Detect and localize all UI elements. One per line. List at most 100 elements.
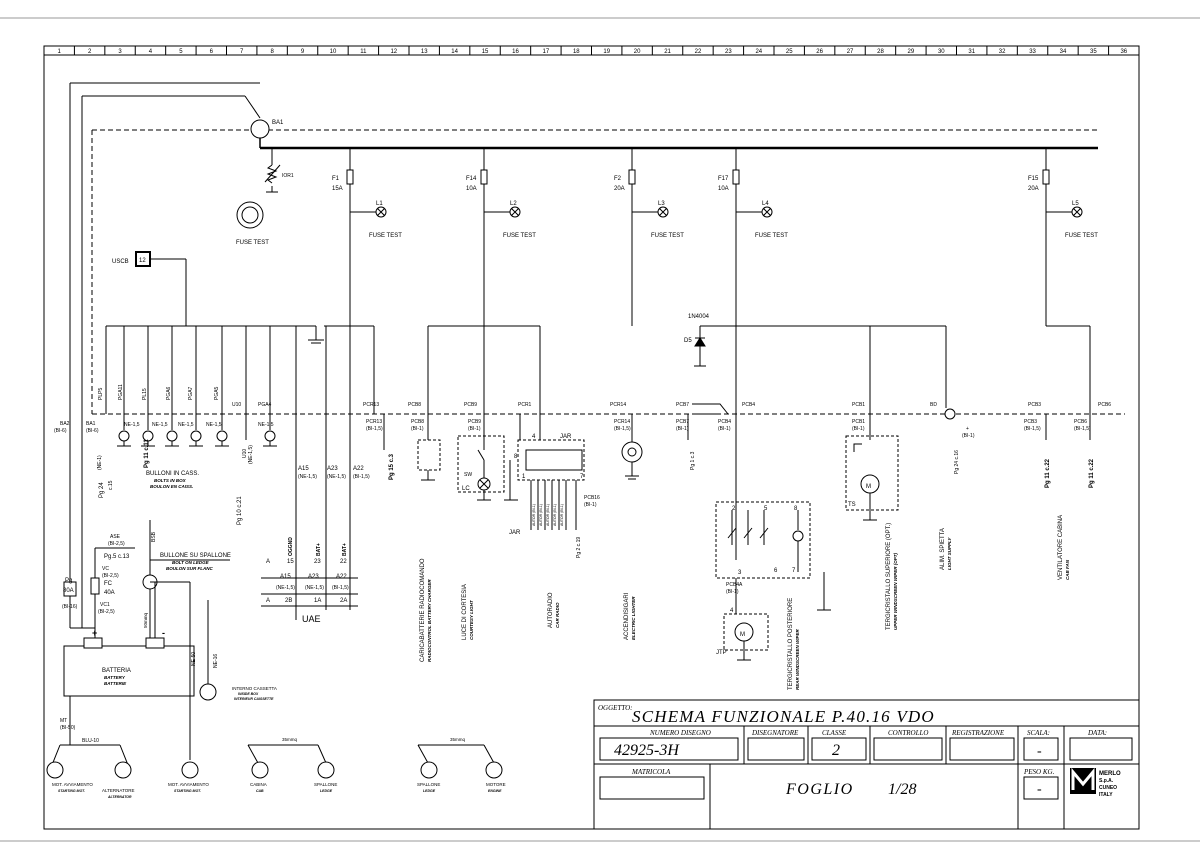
fuse-rating: 20A bbox=[1028, 186, 1039, 192]
ground-drops-left bbox=[105, 325, 324, 620]
bulloni-en: BOLTS IN BOX bbox=[154, 478, 187, 483]
column-number: 14 bbox=[451, 49, 458, 55]
column-number: 30 bbox=[938, 49, 945, 55]
pcb4a-label: PCB4A bbox=[726, 582, 743, 588]
column-number: 31 bbox=[968, 49, 975, 55]
vl1-it: LUCE DI CORTESIA bbox=[462, 584, 468, 640]
scala-label: SCALA: bbox=[1027, 729, 1050, 737]
fuse-test-label: FUSE TEST bbox=[236, 240, 269, 246]
fuse-symbol bbox=[480, 169, 488, 185]
left-wire-labels: PLP5 PGA11 PL15 PGA6 PGA7 PGA5 U10 PGA4 … bbox=[54, 384, 274, 525]
wire-u10: U10 bbox=[232, 402, 241, 408]
battery-plus-sign: + bbox=[92, 628, 97, 638]
column-number: 27 bbox=[847, 49, 854, 55]
battery-labels: ASE (BI-2,5) Pg.5 c.13 BSB BULLONE SU SP… bbox=[52, 531, 506, 799]
relay-pin-3: 3 bbox=[738, 570, 742, 576]
column-number: 5 bbox=[179, 49, 183, 55]
logo-line4: ITALY bbox=[1099, 792, 1113, 798]
numero-label: NUMERO DISEGNO bbox=[649, 729, 711, 737]
vl3-it: ACCENDISIGARI bbox=[624, 592, 630, 640]
scala-value: - bbox=[1037, 744, 1042, 759]
classe-value: 2 bbox=[832, 742, 840, 759]
uae-bot-1a: 1A bbox=[314, 598, 321, 604]
uae-bot-2b: 2B bbox=[285, 598, 292, 604]
vl7-en: CAB FAN bbox=[1065, 559, 1070, 580]
wire-pga6: PGA6 bbox=[166, 386, 172, 400]
ba1b-label: BA1 bbox=[86, 421, 96, 427]
uae-labels: A15 (NE-1,5) A23 (NE-1,5) A22 (BI-1,5) A… bbox=[266, 402, 395, 624]
jar2-label: JAR bbox=[509, 530, 521, 536]
matricola-label: MATRICOLA bbox=[631, 768, 671, 776]
bl6-it: MOTORE bbox=[486, 782, 506, 787]
bd-ref: (BI-1) bbox=[962, 433, 975, 439]
ase-label: ASE bbox=[110, 534, 121, 540]
jar-pin-7: 7 bbox=[580, 474, 584, 480]
bulloni-fr: BOULON EN CAISS. bbox=[150, 484, 193, 489]
column-number: 29 bbox=[908, 49, 915, 55]
interno-en: INSIDE BOX bbox=[238, 692, 259, 696]
disegnatore-label: DISEGNATORE bbox=[751, 729, 799, 737]
bullone-it: BULLONE SU SPALLONE bbox=[160, 553, 231, 559]
uae-bat2: BAT+ bbox=[342, 543, 348, 556]
pcb7-top: PCB7 bbox=[676, 402, 689, 408]
vl0-it: CARICABATTERIE RADIOCOMANDO bbox=[420, 558, 426, 662]
merlo-logo: MERLO S.p.A. CUNEO ITALY bbox=[1070, 767, 1121, 798]
uae-bot-2a: 2A bbox=[340, 598, 347, 604]
pg1c3-label: Pg 1 c.3 bbox=[690, 451, 696, 470]
pg-ref: (BI-16) bbox=[62, 604, 78, 610]
pcr14-label: PCR14 bbox=[614, 419, 630, 425]
uscb-label: USCB bbox=[112, 259, 129, 265]
ne1-label: (NE-1) bbox=[97, 455, 103, 470]
column-number: 23 bbox=[725, 49, 732, 55]
pcb9-label: PCB9 bbox=[468, 419, 481, 425]
a22-ref: (BI-1,5) bbox=[353, 474, 370, 480]
peso-label: PESO KG. bbox=[1023, 768, 1055, 776]
pcb8-ref: (BI-1) bbox=[411, 426, 424, 432]
fuse-id: F1 bbox=[332, 176, 340, 182]
lamp-fuse-test: FUSE TEST bbox=[1065, 233, 1098, 239]
foglio-value: 1/28 bbox=[888, 781, 916, 798]
fuse-id: F17 bbox=[718, 176, 729, 182]
pcb6-ref: (BI-1,5) bbox=[1074, 426, 1091, 432]
bl1-it: ALTERNATORE bbox=[102, 788, 135, 793]
vl3-en: ELECTRIC LIGHTER bbox=[631, 596, 636, 640]
column-number: 3 bbox=[118, 49, 122, 55]
vl0-en: RADIOCONTROL BATTERY CHARGER bbox=[427, 579, 432, 662]
pcb9-ref: (BI-1) bbox=[468, 426, 481, 432]
relay-pin-8: 8 bbox=[794, 506, 798, 512]
uae-oggnd: OGGND bbox=[288, 537, 294, 556]
column-number: 13 bbox=[421, 49, 428, 55]
column-number: 15 bbox=[482, 49, 489, 55]
ne15-d: NE-1,5 bbox=[206, 422, 222, 428]
pcb4a-ref: (BI-1) bbox=[726, 589, 739, 595]
column-number: 8 bbox=[270, 49, 274, 55]
column-number: 17 bbox=[543, 49, 550, 55]
bl6-en: ENGINE bbox=[488, 789, 502, 793]
ne15-c: NE-1,5 bbox=[178, 422, 194, 428]
battery-en: BATTERY bbox=[104, 675, 126, 680]
bl2-it: MOT. AVVIAMENTO bbox=[168, 782, 209, 787]
lamp-id: L5 bbox=[1072, 201, 1079, 207]
battery-fr: BATTERIE bbox=[104, 681, 127, 686]
column-number: 9 bbox=[301, 49, 305, 55]
lamp-fuse-test: FUSE TEST bbox=[503, 233, 536, 239]
wire-pga11: PGA11 bbox=[118, 384, 124, 400]
uscb-num: 12 bbox=[139, 258, 146, 264]
pcb6-label: PCB6 bbox=[1074, 419, 1087, 425]
autor-2: AUTOR (BI-1) bbox=[539, 504, 543, 526]
ne15-a: NE-1,5 bbox=[124, 422, 140, 428]
pcr1-label: PCR1 bbox=[518, 402, 532, 408]
uae-ref2: (NE-1,5) bbox=[305, 585, 324, 591]
column-number: 20 bbox=[634, 49, 641, 55]
pcb8-label: PCB8 bbox=[411, 419, 424, 425]
column-number: 22 bbox=[695, 49, 702, 55]
fuse-id: F15 bbox=[1028, 176, 1039, 182]
column-number: 34 bbox=[1060, 49, 1067, 55]
vl6-it: ALIM. SPIETTA bbox=[940, 528, 946, 570]
data-label: DATA: bbox=[1087, 729, 1107, 737]
mt-ref: (BI-50) bbox=[60, 725, 76, 731]
bd-plus: + bbox=[966, 426, 969, 432]
